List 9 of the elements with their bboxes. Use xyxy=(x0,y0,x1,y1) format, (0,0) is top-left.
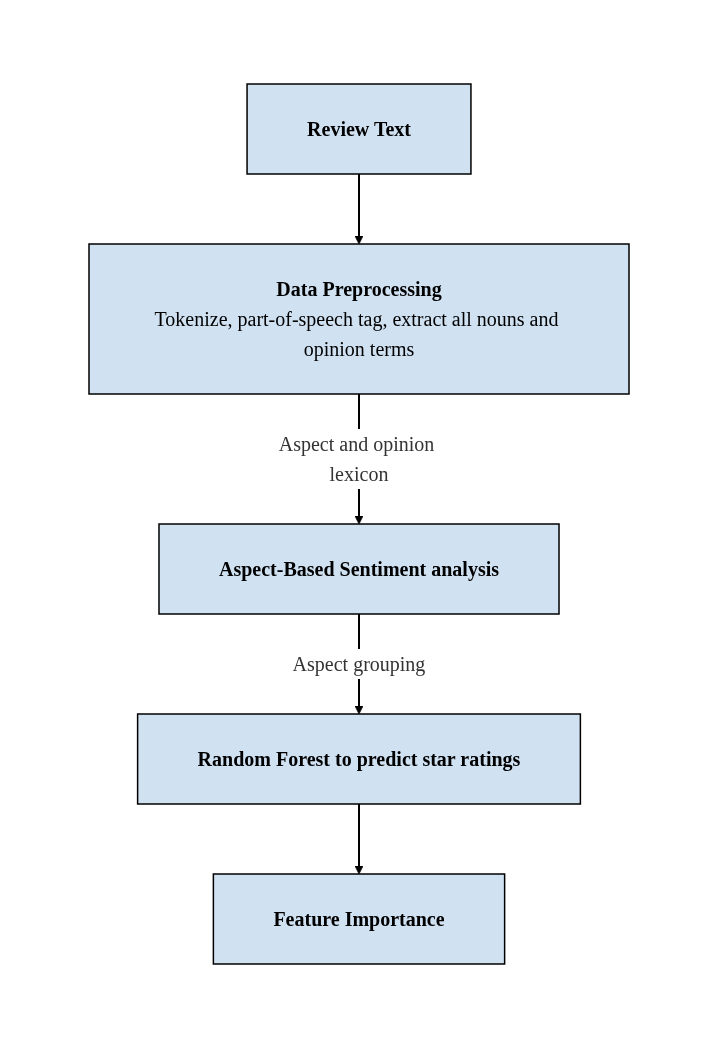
node-box: Review Text xyxy=(246,83,472,175)
arrow xyxy=(354,173,364,245)
node-box: Feature Importance xyxy=(212,873,506,965)
node-box: Random Forest to predict star ratings xyxy=(136,713,582,805)
edge-label: Aspect grouping xyxy=(292,653,426,675)
node-box: Aspect-Based Sentiment analysis xyxy=(158,523,560,615)
node-box: Data Preprocessing Tokenize, part-of-speech tag, extract all nouns and opinion terms xyxy=(88,243,630,395)
edge-label: Aspect and opinion lexicon xyxy=(278,433,435,485)
arrow xyxy=(354,803,364,875)
